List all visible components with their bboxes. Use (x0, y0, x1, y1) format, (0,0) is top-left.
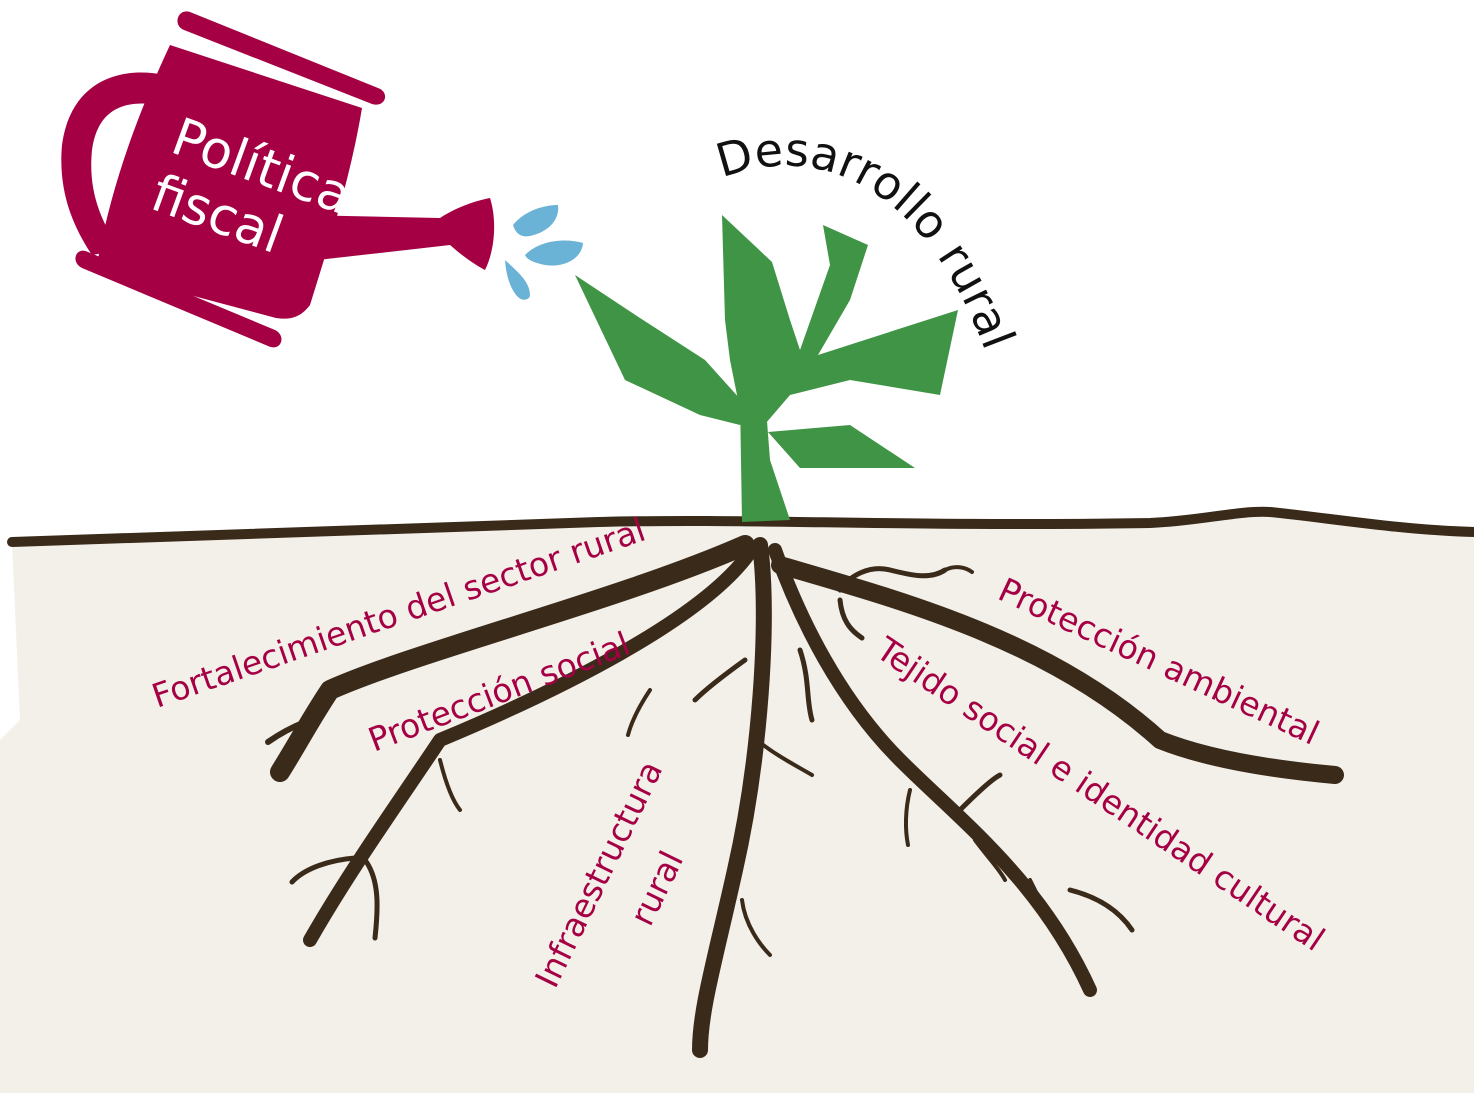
plant-stem (740, 395, 790, 522)
plant-leaf-left (575, 275, 750, 425)
can-spout (300, 198, 495, 270)
can-top-band (177, 11, 386, 105)
water-drops (505, 205, 583, 300)
can-body (96, 45, 362, 319)
ground-line (7, 506, 1474, 547)
plant-leaf-right (768, 425, 915, 468)
soil-area (0, 512, 1474, 1093)
plant-leaf-top (722, 215, 958, 430)
plant (575, 215, 958, 522)
roots (265, 535, 1344, 1058)
can-handle (61, 72, 165, 255)
can-bottom-band (75, 250, 282, 348)
watering-can (61, 11, 495, 348)
